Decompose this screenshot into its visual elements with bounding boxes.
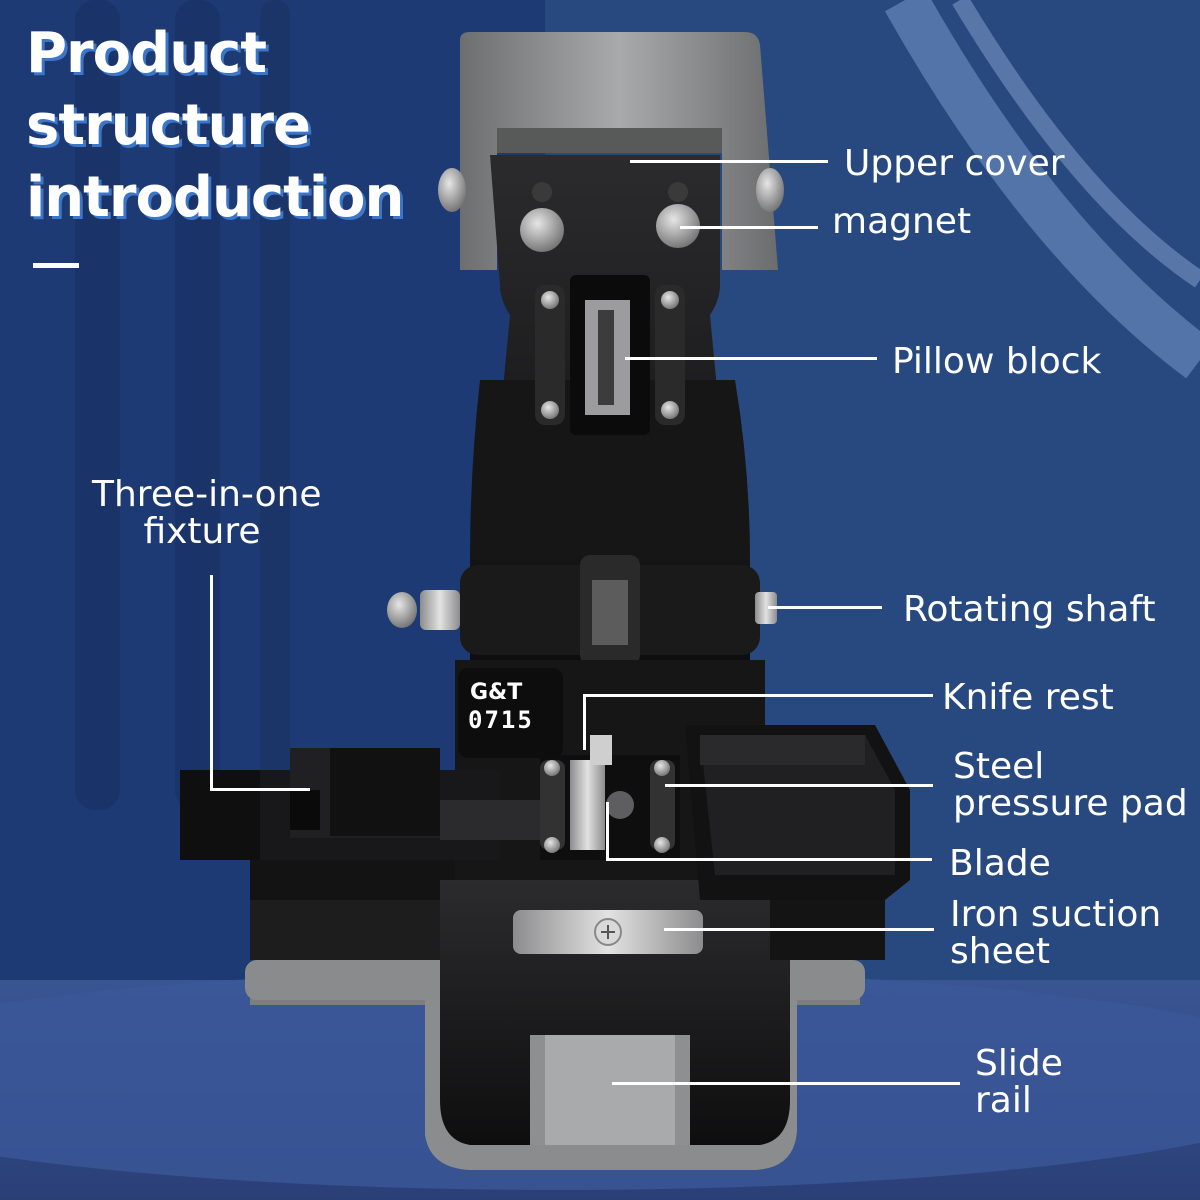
iron-sheet-line-1: Iron suction (950, 894, 1162, 935)
title-line-1: Product (26, 21, 267, 86)
three-in-one-leader-horizontal (210, 788, 310, 791)
rotating-shaft-leader (768, 606, 882, 609)
slide-rail-label: Slide rail (975, 1045, 1063, 1119)
steel-pad-line-1: Steel (953, 746, 1045, 787)
iron-sheet-line-2: sheet (950, 931, 1050, 972)
title-line-2: structure (26, 93, 311, 158)
knife-rest-label: Knife rest (942, 677, 1114, 718)
steel-pad-line-2: pressure pad (953, 783, 1188, 824)
pillow-block-label: Pillow block (892, 341, 1102, 382)
blade-label: Blade (949, 843, 1051, 884)
slide-rail-line-2: rail (975, 1080, 1032, 1121)
three-in-one-line-1: Three-in-one (92, 474, 322, 515)
title-line-3: introduction (26, 165, 404, 230)
magnet-leader (680, 226, 818, 229)
blade-leader-vertical (606, 802, 609, 860)
steel-pressure-pad-leader (665, 784, 933, 787)
blade-leader-horizontal (606, 858, 932, 861)
knife-rest-leader-horizontal (583, 694, 933, 697)
upper-cover-label: Upper cover (844, 143, 1065, 184)
rotating-shaft-label: Rotating shaft (903, 589, 1156, 630)
slide-rail-line-1: Slide (975, 1043, 1063, 1084)
knife-rest-leader-vertical (583, 694, 586, 750)
steel-pressure-pad-label: Steel pressure pad (953, 748, 1188, 822)
iron-suction-sheet-leader (664, 928, 934, 931)
upper-cover-leader (630, 160, 828, 163)
magnet-label: magnet (832, 201, 972, 242)
pillow-block-leader (625, 357, 877, 360)
iron-suction-sheet-label: Iron suction sheet (950, 896, 1161, 970)
title-underline (33, 263, 79, 268)
three-in-one-leader-vertical (210, 575, 213, 790)
model-number: 0715 (468, 706, 534, 734)
brand-logo: G&T (470, 680, 523, 705)
three-in-one-line-2: fixture (143, 511, 261, 552)
three-in-one-fixture-label: Three-in-one fixture (92, 474, 322, 552)
slide-rail-leader (612, 1082, 960, 1085)
page-title: Product structure introduction (26, 18, 404, 234)
